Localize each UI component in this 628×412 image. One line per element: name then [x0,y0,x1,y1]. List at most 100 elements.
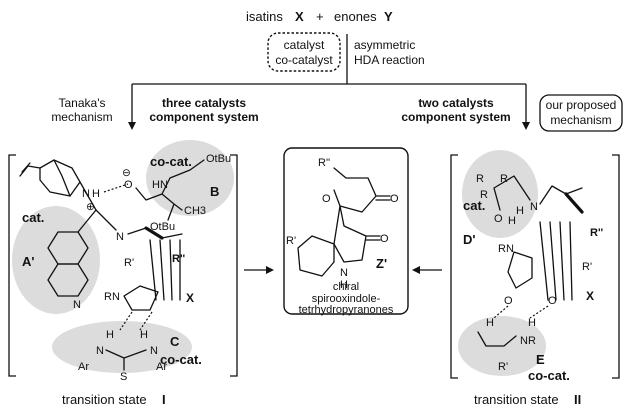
ts1-caption: transition state [62,392,147,407]
ts2-r3: R [480,189,488,201]
quinoline-link [77,209,97,233]
ts2-dienamine-bold [564,192,584,214]
cat-label-d: cat. [463,198,485,213]
ts1-right-bracket [230,154,238,377]
ts2-hatched-wedge [539,221,573,301]
product-desc-2: spirooxindole- [312,293,381,305]
product-desc-3: tetrhydropyranones [299,304,394,316]
ts2-left-bracket [450,154,458,379]
thiourea-core [105,349,147,371]
catalyst-label: catalyst [284,38,325,52]
left-branch-labels: Tanaka's mechanism three catalysts compo… [51,96,258,124]
reactant-enones: enones [334,9,377,24]
amino-acid-backbone [477,331,517,347]
plus-sign: + [316,9,324,24]
cocat-e-id: E [536,352,545,367]
cat-label-a: cat. [22,210,44,225]
reactant-isatins: isatins [246,9,283,24]
ts1-r-double: R'' [172,253,186,265]
tanaka-label: Tanaka's [59,96,106,110]
product-box: R'' O O O N H R' Z' chiral spirooxindole… [283,147,409,316]
ts2-r2: R [500,173,508,185]
ts1-n-b: N [150,345,158,357]
ts1-s: S [120,371,127,383]
cat-id-d: D' [463,232,475,247]
vinyl-group [19,162,41,177]
cocat-b-label: co-cat. [150,154,192,169]
reaction-type-line1: asymmetric [354,38,415,52]
cocat-c-label: co-cat. [160,352,202,367]
transition-state-1: N H ⊕ N cat. A' N R'' co-cat. B OtBu HN … [8,140,238,407]
cocat-b-id: B [210,184,219,199]
product-frame [283,147,409,315]
ts2-o: O [494,213,503,225]
hbond-nh-o [103,183,129,193]
c9-bond [79,181,97,211]
ts2-hbond-1 [493,305,509,319]
right-branch-labels: two catalysts component system our propo… [401,94,623,132]
right-product-arrowhead [412,266,420,274]
ts2-o-b: O [548,295,557,307]
ts1-nh-plus-h: H [92,188,100,200]
ts2-r1: R [476,173,484,185]
ts2-h: H [516,205,524,217]
two-catalysts-system-label: component system [401,110,510,124]
ts1-rn: RN [104,291,120,303]
ts2-h-o: H [508,215,516,227]
ts2-rn: RN [498,243,514,255]
ts1-amine-n: N [116,231,124,243]
prolinol-skeleton [493,175,531,211]
cocat-e-label: co-cat. [528,368,570,383]
quinuclidine-ring [39,159,81,197]
product-r-double: R'' [318,157,330,169]
dienamine-bold [144,226,164,240]
oxindole-five-ring [333,205,367,263]
ts2-r-prime: R' [582,261,592,273]
cocatalyst-c-blob [52,321,192,373]
thp-ring [333,167,377,213]
ts2-caption-num: II [574,392,581,407]
ts1-hatched-wedge [149,239,181,301]
ts1-x-label: X [186,291,194,305]
cocat-b-skeleton [135,159,205,221]
ts1-ar2: Ar [156,361,167,373]
otbu-top: OtBu [206,153,231,165]
ts2-r-double: R'' [590,227,604,239]
left-arrowhead [128,122,136,130]
quinoline-nitrogen: N [73,299,81,311]
ts1-ch3: CH3 [184,205,206,217]
ts1-isatin-ring [123,285,159,311]
proposed-box [539,94,623,132]
ts1-left-bracket [8,154,16,377]
ts1-charge-minus: ⊖ [122,167,131,179]
ts2-o-a: O [504,295,513,307]
ts1-hn: HN [152,179,168,191]
cocatalyst-label: co-catalyst [275,53,333,67]
reaction-type-line2: HDA reaction [354,53,425,67]
cocatalyst-b-blob [146,140,234,216]
two-catalysts-label: two catalysts [418,96,494,110]
three-catalysts-label: three catalysts [162,96,246,110]
three-catalysts-system-label: component system [149,110,258,124]
reactant-y-symbol: Y [384,9,393,24]
ts2-h-c: H [486,317,494,329]
ts2-h-d: H [528,317,536,329]
ts1-charge-plus: ⊕ [86,201,95,213]
ts2-dienamine [539,185,583,205]
ts2-right-bracket [612,154,620,379]
tanaka-mechanism-label: mechanism [51,110,112,124]
proposed-label: our proposed [546,98,617,112]
product-desc-1: chiral [333,281,359,293]
product-id: Z' [376,256,387,271]
ts1-o-minus: O [124,179,133,191]
catalyst-box [267,32,341,72]
product-h: H [340,279,348,291]
ts1-n-a: N [96,345,104,357]
quinuclidine-bridge [53,159,71,197]
reactant-x-symbol: X [295,9,304,24]
product-r-prime: R' [286,235,296,247]
catalyst-d-blob [462,150,538,238]
c9-n-bond [95,209,117,231]
ts2-caption: transition state [474,392,559,407]
product-lactam-o: O [380,233,389,245]
